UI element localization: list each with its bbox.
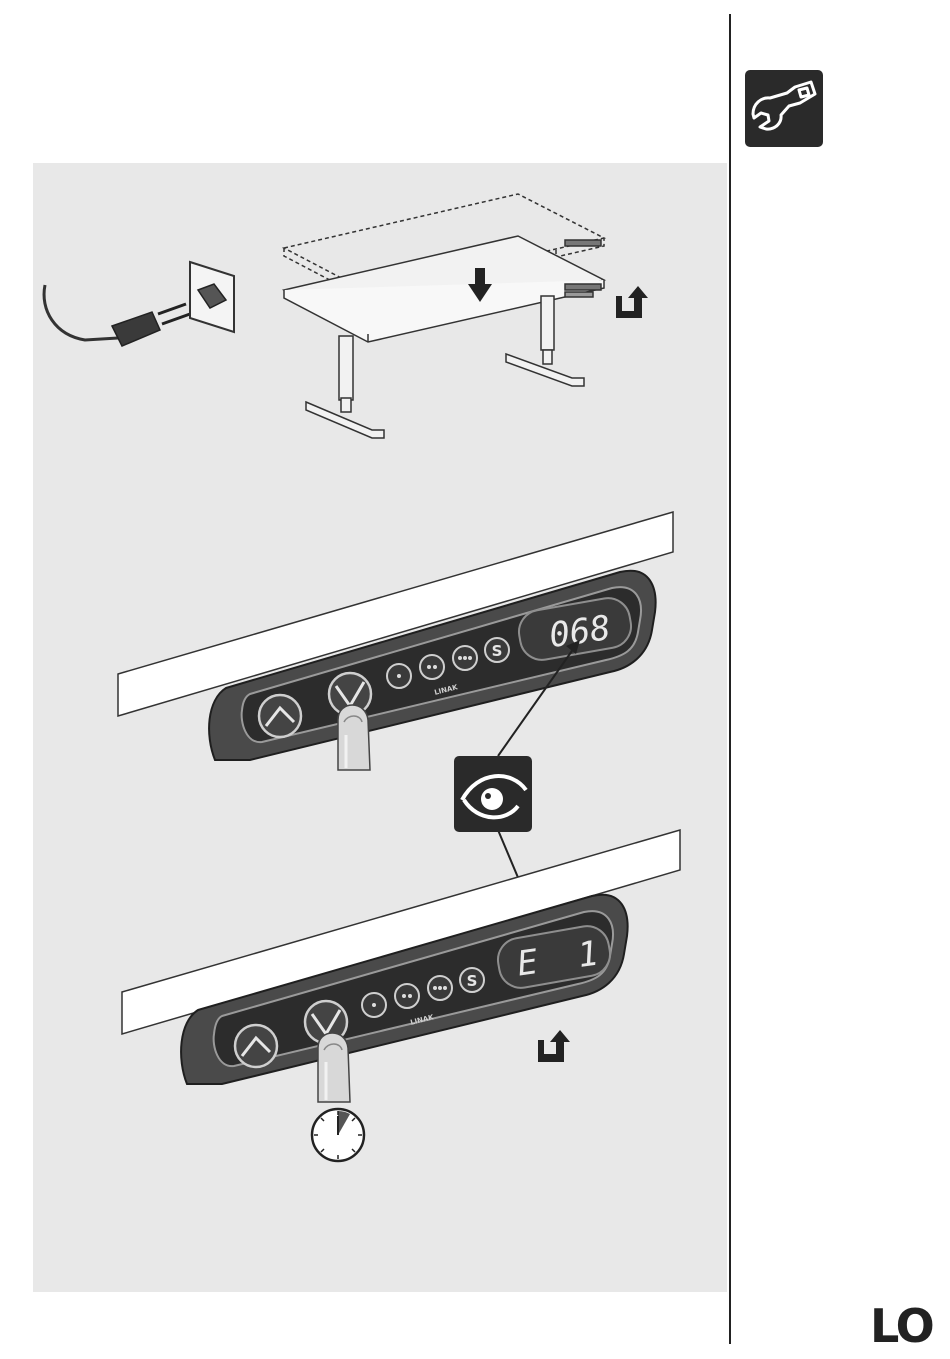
height-display-top: 068 — [547, 608, 613, 656]
finger-pressing-down-top — [338, 705, 370, 770]
timer-icon — [312, 1109, 364, 1161]
svg-text:S: S — [492, 642, 503, 660]
power-cable — [44, 285, 190, 346]
wall-socket — [190, 262, 234, 332]
return-arrow-icon — [616, 286, 648, 318]
finger-pressing-down-bottom — [318, 1033, 350, 1102]
eye-icon — [454, 756, 532, 832]
brand-logo: LO — [870, 1303, 933, 1349]
desk-illustration — [284, 194, 604, 438]
return-arrow-icon-bottom — [538, 1030, 570, 1062]
svg-text:S: S — [467, 972, 478, 990]
